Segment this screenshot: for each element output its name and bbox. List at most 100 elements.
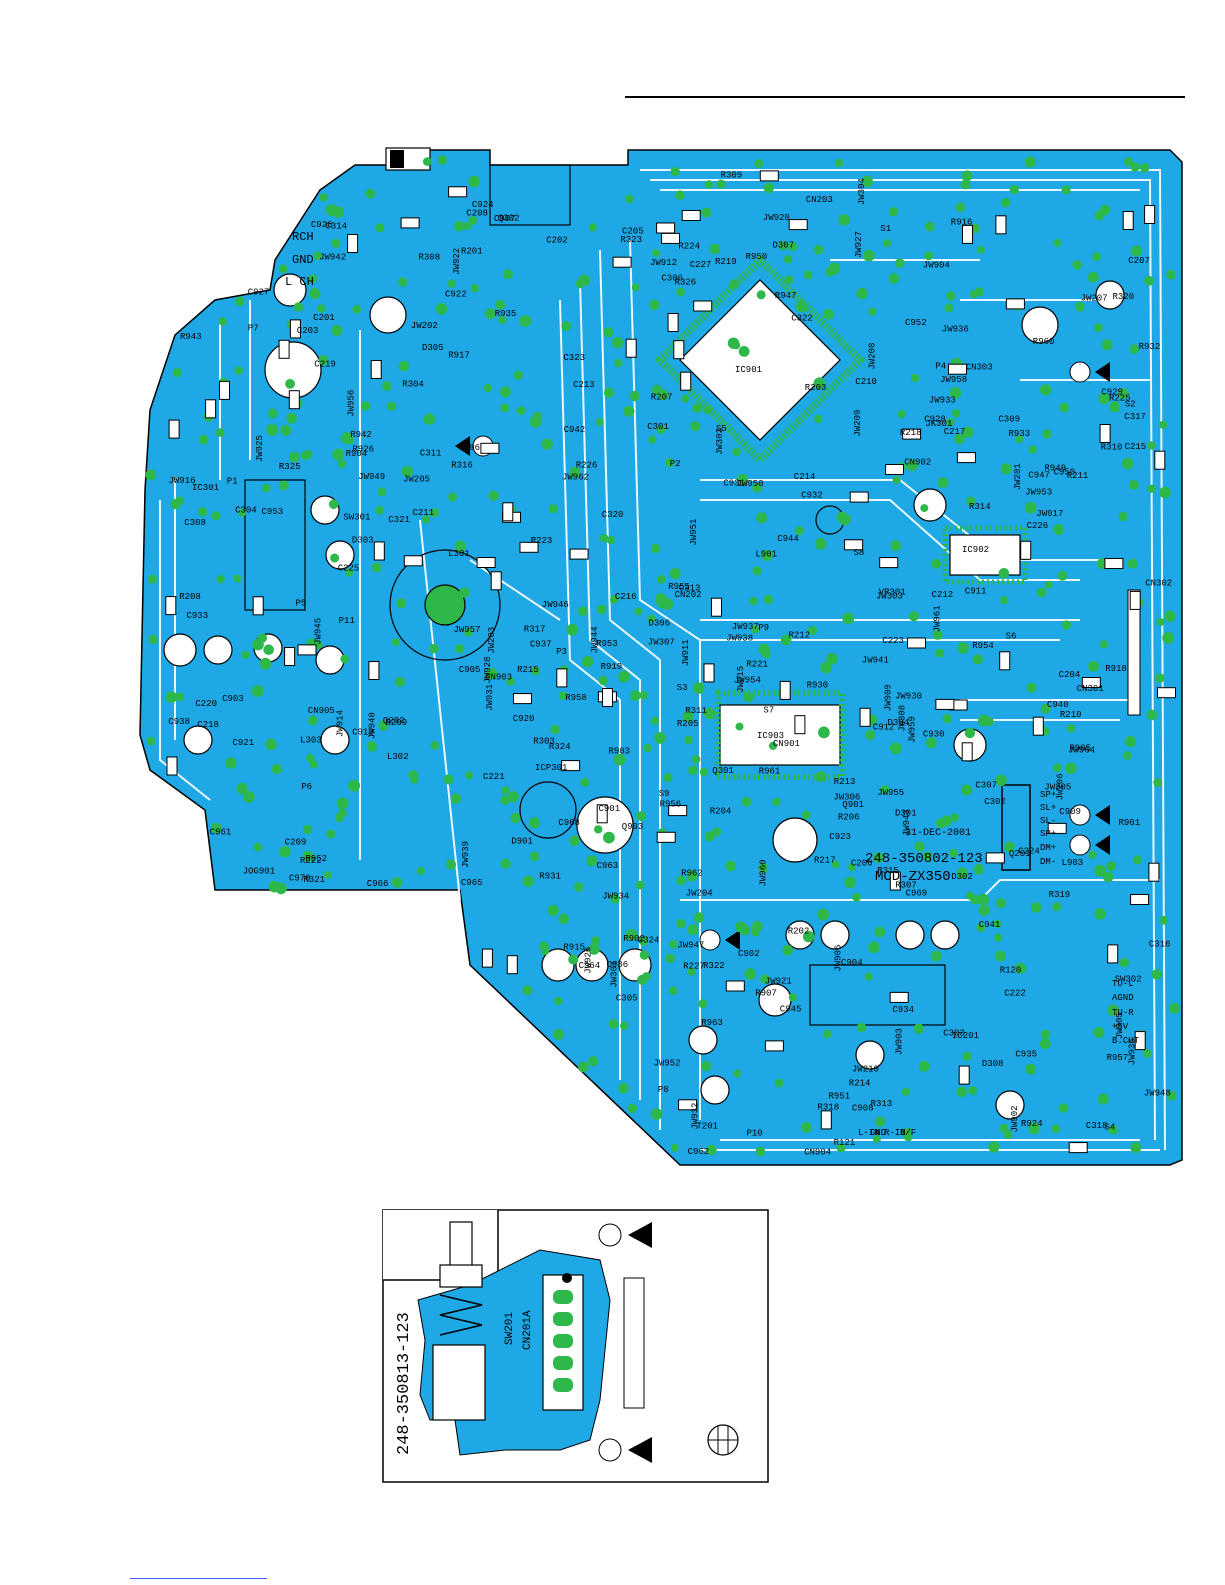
solder-pad — [743, 692, 754, 703]
component-label: JW946 — [542, 600, 569, 610]
component-label: R310 — [1101, 443, 1123, 453]
resistor-body — [373, 541, 385, 561]
solder-pad — [1097, 1093, 1109, 1105]
component-label: JW204 — [686, 889, 713, 899]
solder-pad — [692, 403, 703, 413]
component-label: JW304 — [857, 178, 867, 205]
solder-pad — [366, 741, 378, 752]
component-label: R217 — [814, 856, 836, 866]
resistor-body — [711, 597, 722, 617]
resistor-body — [661, 232, 680, 244]
resistor-body — [165, 596, 177, 616]
capacitor — [163, 633, 197, 667]
solder-pad — [588, 223, 597, 232]
component-label: R901 — [1119, 818, 1141, 828]
component-label: C216 — [615, 592, 637, 602]
component-label: C313 — [679, 584, 701, 594]
solder-pad — [507, 791, 519, 803]
component-label: Q903 — [622, 822, 644, 832]
capacitor — [320, 725, 350, 755]
resistor-body — [764, 1040, 784, 1052]
solder-pad — [1009, 184, 1019, 195]
component-label: JW203 — [487, 627, 497, 654]
component-label: C923 — [829, 832, 851, 842]
solder-pad — [755, 1146, 766, 1157]
solder-pad — [942, 713, 952, 724]
solder-pad — [386, 401, 397, 411]
component-label: R918 — [1105, 664, 1127, 674]
solder-pad — [1153, 778, 1163, 788]
component-label: R219 — [715, 257, 737, 267]
jog-housing — [489, 164, 571, 226]
solder-pad — [875, 1116, 886, 1127]
component-label: R207 — [651, 392, 673, 402]
capacitor — [273, 273, 307, 307]
solder-pad — [1028, 445, 1037, 454]
component-label: R120 — [1000, 966, 1022, 976]
solder-pad — [664, 458, 674, 468]
component-label: C969 — [906, 889, 928, 899]
component-label: CN203 — [806, 195, 833, 205]
sub-board-part-number: 248-350813-123 — [395, 1312, 414, 1455]
solder-pad — [332, 448, 345, 461]
solder-pad — [872, 1135, 881, 1143]
component-label: R950 — [746, 252, 768, 262]
solder-pad — [648, 435, 657, 444]
component-label: C963 — [597, 861, 619, 871]
solder-pad — [635, 880, 645, 890]
resistor-body — [725, 980, 745, 992]
mount-arrow — [1095, 805, 1110, 825]
solder-pad — [732, 341, 741, 350]
component-label: ICP301 — [535, 763, 567, 773]
resistor-body — [481, 948, 493, 968]
solder-pad — [873, 852, 884, 863]
header-rule — [625, 96, 1185, 98]
solder-pads — [145, 155, 1181, 1157]
component-label: C208 — [466, 209, 488, 219]
resistor-body — [1107, 944, 1119, 964]
solder-pad — [1057, 570, 1068, 581]
component-label: Q302 — [498, 214, 520, 224]
resistor-body — [289, 319, 301, 339]
component-label: C306 — [661, 274, 683, 284]
sub-board-sw-label: SW201 — [504, 1312, 516, 1345]
component-label: P4 — [935, 362, 946, 372]
component-label: C226 — [1027, 521, 1049, 531]
solder-pad — [888, 273, 900, 284]
solder-pad — [782, 944, 794, 956]
solder-pad — [834, 158, 844, 168]
component-label: R933 — [1009, 429, 1031, 439]
solder-pad — [598, 675, 608, 686]
solder-pad — [541, 438, 553, 450]
component-label: R316 — [451, 460, 473, 470]
footer-link-underline — [130, 1578, 267, 1579]
component-label: C303 — [943, 1029, 965, 1039]
solder-pad — [946, 417, 955, 427]
component-label: R304 — [402, 380, 424, 390]
component-label: B.CUT — [1112, 1036, 1140, 1046]
component-label: CN202 — [675, 590, 702, 600]
solder-pad — [976, 923, 986, 933]
solder-pad — [308, 274, 318, 283]
solder-pad — [919, 1060, 930, 1072]
solder-pad — [271, 763, 283, 775]
solder-pad — [1117, 388, 1129, 400]
solder-pad — [822, 1029, 832, 1039]
component-label: R225 — [1109, 394, 1131, 404]
solder-pad — [1058, 1103, 1069, 1113]
resistor-body — [612, 256, 632, 268]
component-label: JW932 — [691, 1103, 701, 1130]
solder-pad — [1053, 763, 1062, 772]
solder-pad — [371, 562, 382, 573]
solder-pad — [1094, 908, 1106, 920]
solder-pad — [935, 818, 946, 829]
component-label: C323 — [563, 353, 585, 363]
component-label: C966 — [367, 879, 389, 889]
solder-pad — [568, 954, 579, 965]
resistor-body — [1144, 205, 1156, 224]
solder-pad — [642, 972, 651, 981]
solder-pad — [500, 795, 510, 805]
component-label: R218 — [900, 428, 922, 438]
solder-pad — [763, 182, 774, 194]
component-label: P3 — [556, 647, 567, 657]
